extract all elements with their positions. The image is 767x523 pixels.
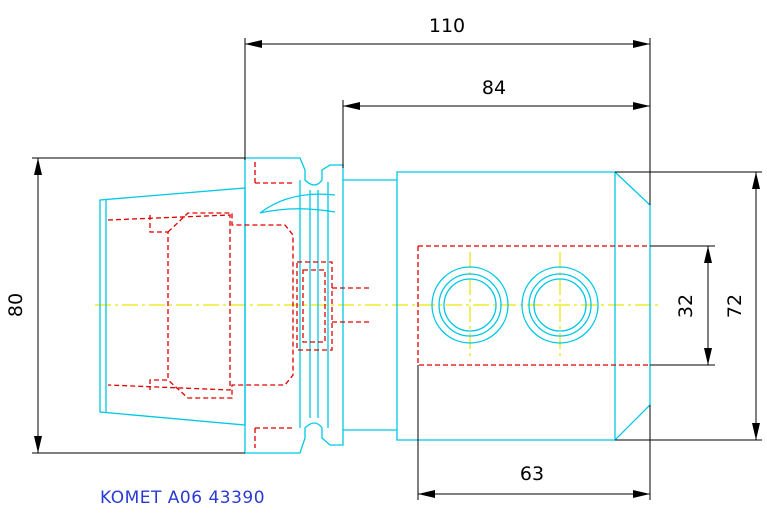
dim-72-arrow-top <box>752 172 760 189</box>
hidden-taper-bore <box>107 214 231 391</box>
dim-110-arrow-right <box>633 40 650 48</box>
dim-80-label: 80 <box>5 293 27 317</box>
hidden-drive-slot-inner <box>302 269 326 343</box>
hidden-hole-block <box>417 245 650 366</box>
hole-1-middle-circle <box>438 273 502 337</box>
hidden-lines <box>107 162 650 448</box>
dimensions: 110 84 80 72 32 63 <box>5 15 762 500</box>
flange-outline <box>244 157 344 454</box>
dim-32-arrow-top <box>704 246 712 263</box>
dim-84-arrow-right <box>633 102 650 110</box>
hole-2-inner-circle <box>533 278 587 332</box>
dim-72-arrow-bottom <box>752 423 760 440</box>
centerlines <box>95 252 660 358</box>
hidden-inner-cavity <box>167 212 294 399</box>
dim-80-arrow-bottom <box>34 436 42 453</box>
part-number-caption: KOMET A06 43390 <box>100 488 265 508</box>
hidden-inner-profile-left <box>149 215 169 390</box>
hidden-drive-slot-outer <box>296 261 333 351</box>
dim-80-arrow-top <box>34 158 42 175</box>
hole-1-inner-circle <box>443 278 497 332</box>
dim-32-arrow-bottom <box>704 348 712 365</box>
dim-72-label: 72 <box>724 294 746 318</box>
dim-110-label: 110 <box>429 15 465 37</box>
dim-63-label: 63 <box>520 463 544 485</box>
hole-1-outer-circle <box>431 266 509 344</box>
dim-110-arrow-left <box>245 40 262 48</box>
dim-84-label: 84 <box>482 77 506 99</box>
taper-shank-outline <box>99 187 246 426</box>
dim-32-label: 32 <box>675 294 697 318</box>
hole-2-middle-circle <box>528 273 592 337</box>
dim-63-arrow-right <box>633 490 650 498</box>
body-block-outline <box>396 171 651 441</box>
dim-63-arrow-left <box>418 490 435 498</box>
hidden-flange-slots <box>254 162 295 448</box>
hole-2-outer-circle <box>521 266 599 344</box>
dim-84-arrow-left <box>343 102 360 110</box>
flange-groove-curve <box>259 193 336 214</box>
